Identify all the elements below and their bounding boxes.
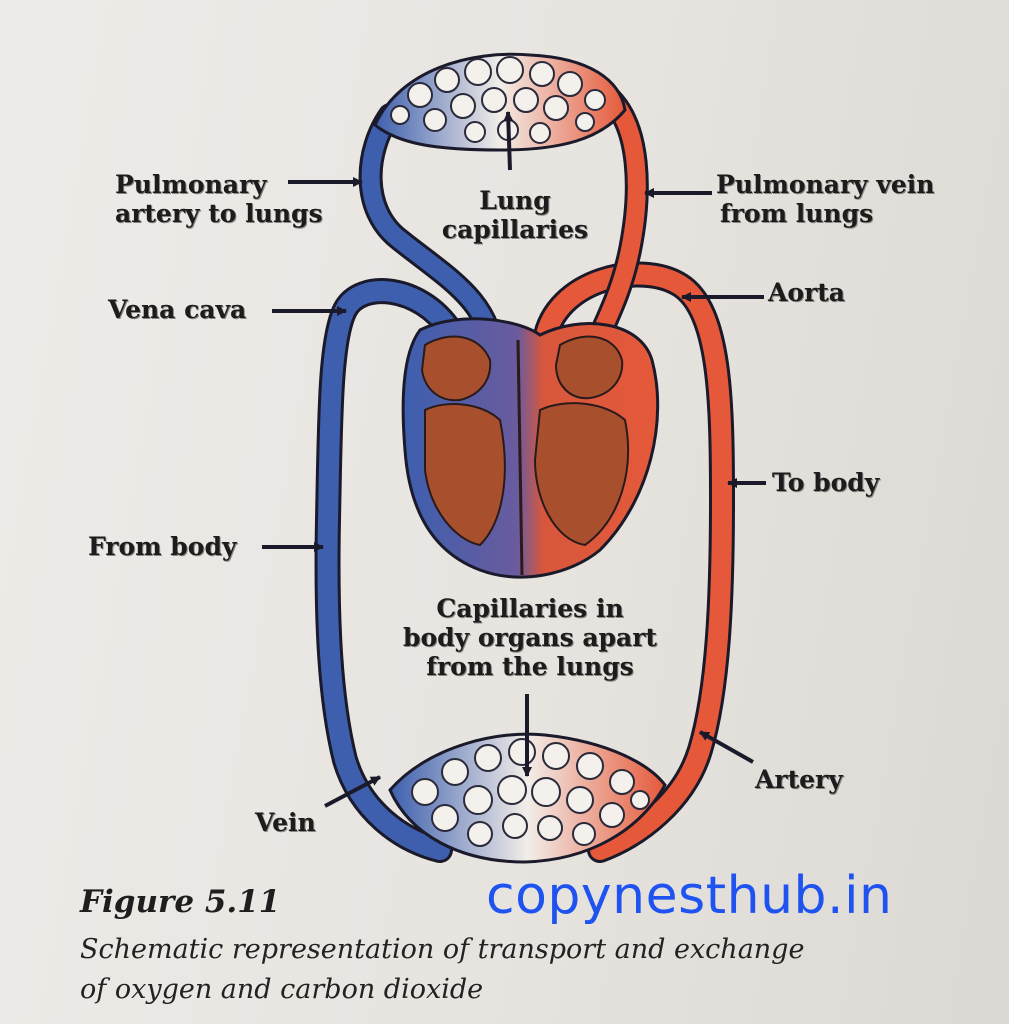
left-atrium	[554, 335, 624, 400]
label-artery: Artery	[755, 765, 843, 794]
label-vein: Vein	[255, 808, 316, 837]
label-body-capillaries: Capillaries in body organs apart from th…	[403, 594, 657, 681]
figure-number: Figure 5.11	[80, 884, 281, 920]
label-lung-capillaries: Lung capillaries	[441, 186, 589, 244]
label-aorta: Aorta	[768, 278, 845, 307]
left-ventricle	[533, 402, 629, 547]
body-capillary-bed	[388, 732, 667, 864]
label-from-body: From body	[88, 532, 237, 561]
label-pulmonary-vein: Pulmonary vein from lungs	[716, 170, 935, 228]
right-atrium	[420, 335, 492, 402]
label-pulmonary-artery: Pulmonary artery to lungs	[115, 170, 323, 228]
label-vena-cava: Vena cava	[108, 295, 247, 324]
heart	[401, 317, 660, 579]
label-to-body: To body	[772, 468, 880, 497]
lung-capillary-bed	[373, 52, 627, 152]
figure-caption: Schematic representation of transport an…	[80, 934, 805, 1005]
watermark-text: copynesthub.in	[486, 866, 893, 926]
pointer-lines	[262, 111, 766, 808]
right-ventricle	[424, 403, 506, 547]
